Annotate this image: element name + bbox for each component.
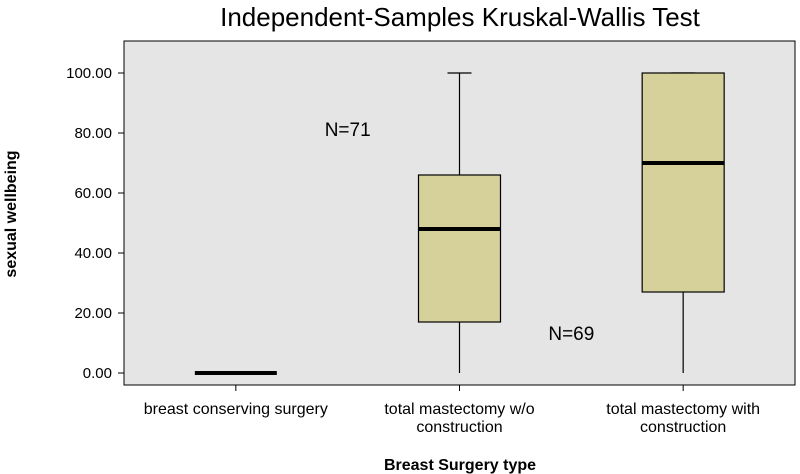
x-category-label: breast conserving surgery <box>144 401 328 418</box>
y-axis: 0.00 20.00 40.00 60.00 80.00 100.00 <box>66 65 124 382</box>
x-axis-categories: breast conserving surgery total mastectom… <box>144 401 760 436</box>
box <box>641 72 725 293</box>
box-plot <box>417 72 502 391</box>
y-tick-label: 20.00 <box>74 305 112 322</box>
annotation-label: N=71 <box>325 120 371 141</box>
y-tick-label: 40.00 <box>74 245 112 262</box>
box-plot <box>641 72 725 391</box>
y-tick-label: 60.00 <box>74 185 112 202</box>
x-category-label: total mastectomy with <box>606 401 760 418</box>
y-axis-label: sexual wellbeing <box>3 150 20 277</box>
box <box>417 174 502 323</box>
annotation-label: N=69 <box>548 324 594 345</box>
box-plots <box>194 72 725 391</box>
y-tick-label: 100.00 <box>66 65 112 82</box>
x-axis-label: Breast Surgery type <box>384 457 536 474</box>
y-tick-label: 80.00 <box>74 125 112 142</box>
chart-title: Independent-Samples Kruskal-Wallis Test <box>220 2 701 32</box>
annotations: N=71N=69 <box>325 120 595 345</box>
box-plot <box>194 371 277 391</box>
y-tick-label: 0.00 <box>83 365 112 382</box>
x-category-label: total mastectomy w/o <box>384 401 534 418</box>
x-category-label: construction <box>640 419 726 436</box>
x-category-label: construction <box>416 419 502 436</box>
